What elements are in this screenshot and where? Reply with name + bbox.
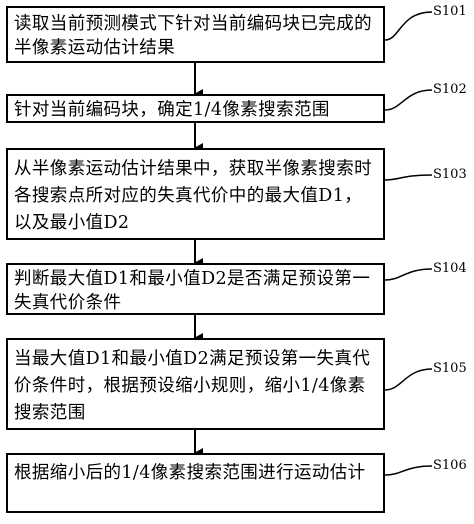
- step-text-s102: 针对当前编码块，确定1/4像素搜索范围: [14, 100, 330, 120]
- step-label-s103: S103: [433, 167, 467, 182]
- step-text-s103: 从半像素运动估计结果中，获取半像素搜索时各搜索点所对应的失真代价中的最大值D1，…: [14, 159, 372, 233]
- leader-s102: [384, 89, 433, 111]
- step-text-s101: 读取当前预测模式下针对当前编码块已完成的半像素运动估计结果: [14, 14, 372, 58]
- step-box-s103: 从半像素运动估计结果中，获取半像素搜索时各搜索点所对应的失真代价中的最大值D1，…: [6, 148, 385, 240]
- leader-s106: [384, 465, 433, 476]
- step-box-s104: 判断最大值D1和最小值D2是否满足预设第一失真代价条件: [6, 263, 385, 315]
- step-label-s101: S101: [433, 4, 467, 19]
- step-box-s106: 根据缩小后的1/4像素搜索范围进行运动估计: [6, 453, 385, 513]
- step-label-s106: S106: [433, 458, 467, 473]
- step-label-s104: S104: [433, 261, 467, 276]
- leader-s101: [384, 11, 433, 41]
- leader-s105: [384, 368, 433, 391]
- step-box-s102: 针对当前编码块，确定1/4像素搜索范围: [6, 94, 385, 123]
- step-box-s105: 当最大值D1和最小值D2满足预设第一失真代价条件时，根据预设缩小规则，缩小1/4…: [6, 338, 385, 430]
- leader-s104: [384, 268, 433, 281]
- leader-s103: [384, 174, 433, 181]
- step-label-s102: S102: [433, 82, 467, 97]
- step-text-s105: 当最大值D1和最小值D2满足预设第一失真代价条件时，根据预设缩小规则，缩小1/4…: [14, 349, 371, 423]
- step-box-s101: 读取当前预测模式下针对当前编码块已完成的半像素运动估计结果: [6, 6, 385, 63]
- step-text-s104: 判断最大值D1和最小值D2是否满足预设第一失真代价条件: [14, 269, 371, 313]
- step-label-s105: S105: [433, 361, 467, 376]
- step-text-s106: 根据缩小后的1/4像素搜索范围进行运动估计: [14, 463, 366, 483]
